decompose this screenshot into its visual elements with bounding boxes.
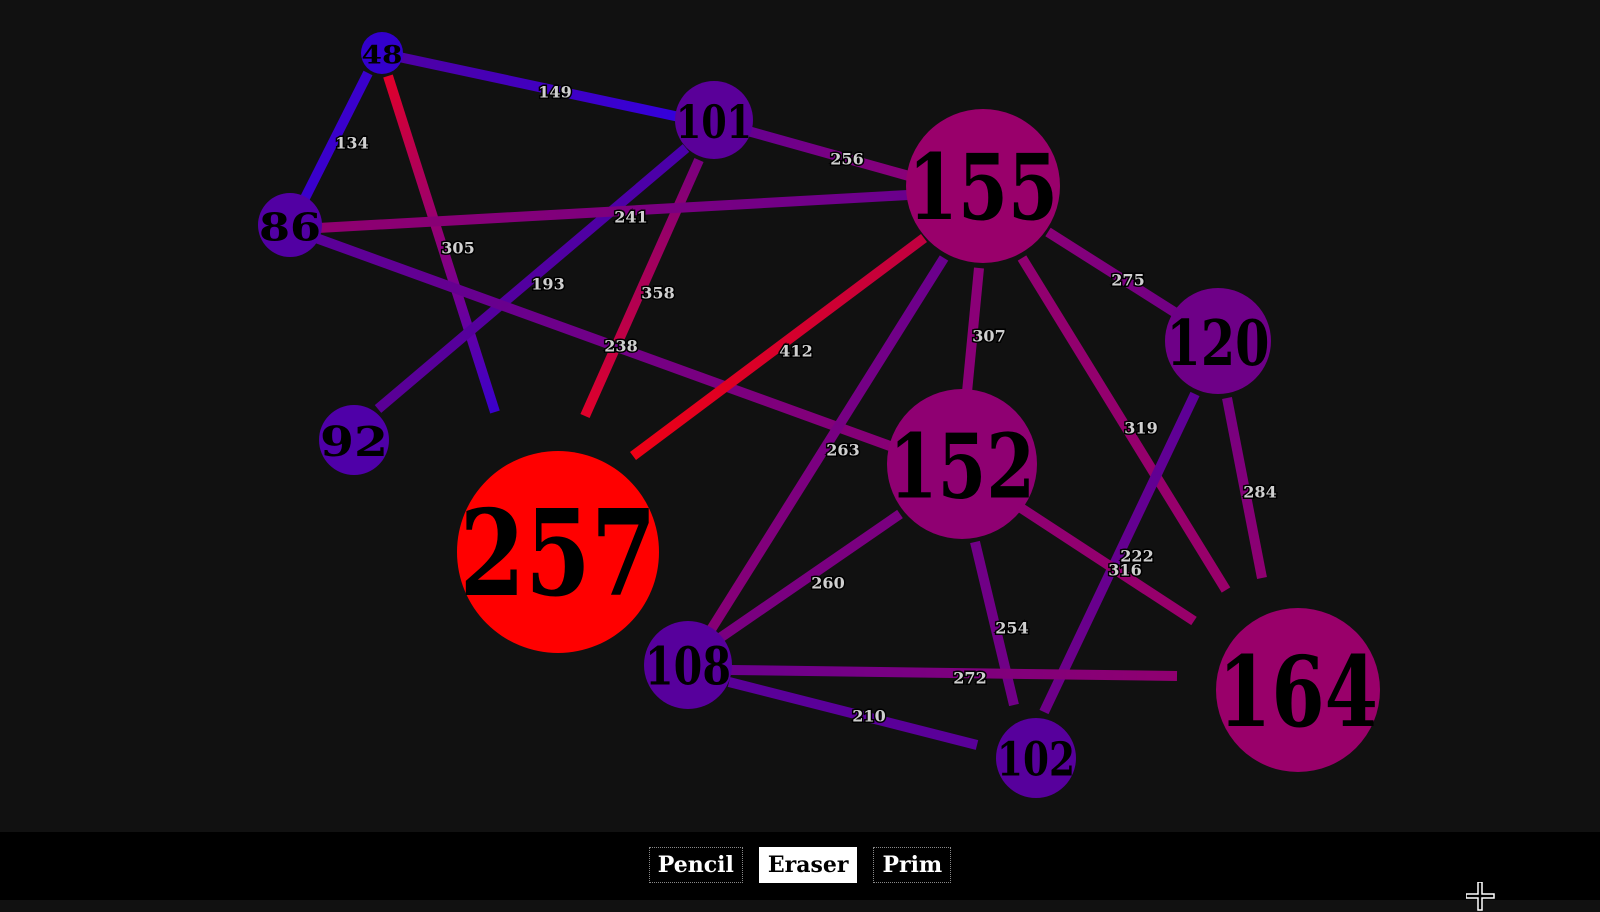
edge-155-108[interactable] [702,255,949,639]
node-circle[interactable] [996,718,1076,798]
edge-weight-label: 284 [1243,483,1276,502]
edge-label-layer: 149 134 305 256 193 358 241 238 412 307 275 263 319 2… [334,81,1278,727]
node-value-label: 257 [460,484,657,624]
edge-101-92[interactable] [374,144,690,413]
edge-108-102[interactable] [727,677,979,750]
node-164[interactable]: 164 [1216,608,1380,772]
node-155[interactable]: 155 [906,109,1060,263]
edge-152-108[interactable] [714,509,903,645]
node-circle[interactable] [319,405,389,475]
edge-155-164[interactable] [1017,255,1231,593]
edge-weight-label: 260 [811,574,844,593]
node-value-label: 101 [676,95,752,149]
node-257[interactable]: 257 [457,451,659,653]
eraser-button[interactable]: Eraser [758,847,858,883]
edge-48-101[interactable] [397,52,686,123]
node-48[interactable]: 48 [361,32,403,74]
edge-weight-label: 241 [614,208,647,227]
edge-weight-label: 193 [531,275,564,294]
node-102[interactable]: 102 [996,718,1076,798]
edge-weight-label: 210 [852,707,885,726]
node-circle[interactable] [675,81,753,159]
node-92[interactable]: 92 [319,405,389,475]
edge-101-257[interactable] [580,157,704,419]
edge-155-120[interactable] [1045,227,1182,320]
edge-weight-label: 222 [1120,547,1153,566]
edge-weight-label: 254 [995,619,1028,638]
edge-weight-label: 149 [538,83,571,102]
edge-86-152[interactable] [314,233,892,451]
edge-weight-label: 358 [641,284,674,303]
prim-button[interactable]: Prim [873,847,952,883]
node-101[interactable]: 101 [675,81,753,159]
edge-weight-label: 134 [335,134,368,153]
edge-weight-label: 263 [826,441,859,460]
node-152[interactable]: 152 [887,389,1037,539]
edge-weight-label: 256 [830,150,863,169]
edge-weight-label: 316 [1108,561,1141,580]
edge-48-257[interactable] [383,74,500,414]
node-value-label: 164 [1218,635,1378,749]
node-108[interactable]: 108 [644,621,732,709]
node-circle[interactable] [258,193,322,257]
edge-120-102[interactable] [1039,391,1200,715]
node-layer: 48 101 155 86 120 92 152 257 108 164 102 [258,32,1380,798]
edge-weight-label: 307 [972,327,1005,346]
node-value-label: 120 [1167,306,1270,380]
node-value-label: 152 [889,414,1035,519]
edge-48-86[interactable] [298,70,373,205]
edge-weight-label: 412 [779,342,812,361]
node-120[interactable]: 120 [1165,288,1271,394]
edge-155-257[interactable] [630,233,927,461]
node-circle[interactable] [887,389,1037,539]
node-value-label: 155 [908,135,1058,241]
edge-weight-label: 238 [604,337,637,356]
edge-155-152[interactable] [962,267,984,393]
node-circle[interactable] [361,32,403,74]
edge-layer [298,52,1267,750]
node-value-label: 102 [997,733,1075,788]
node-value-label: 48 [362,41,403,70]
node-value-label: 92 [320,418,388,466]
crosshair-cursor-icon [1466,882,1495,911]
node-value-label: 86 [259,205,321,250]
node-circle[interactable] [906,109,1060,263]
node-circle[interactable] [1216,608,1380,772]
node-circle[interactable] [457,451,659,653]
node-circle[interactable] [1165,288,1271,394]
toolbar: Pencil Eraser Prim [0,832,1600,900]
edge-weight-label: 319 [1124,419,1157,438]
edge-108-164[interactable] [730,665,1178,681]
graph-canvas[interactable]: 149 134 305 256 193 358 241 238 412 307 275 263 319 2… [0,0,1600,832]
edge-152-164[interactable] [1018,503,1197,626]
edge-86-155[interactable] [317,190,909,233]
edge-120-164[interactable] [1222,397,1267,579]
edge-weight-label: 275 [1111,271,1144,290]
edge-101-155[interactable] [746,126,911,181]
node-value-label: 108 [645,637,731,698]
node-86[interactable]: 86 [258,193,322,257]
edge-weight-label: 272 [953,669,986,688]
pencil-button[interactable]: Pencil [648,847,743,883]
edge-weight-label: 305 [441,239,474,258]
node-circle[interactable] [644,621,732,709]
